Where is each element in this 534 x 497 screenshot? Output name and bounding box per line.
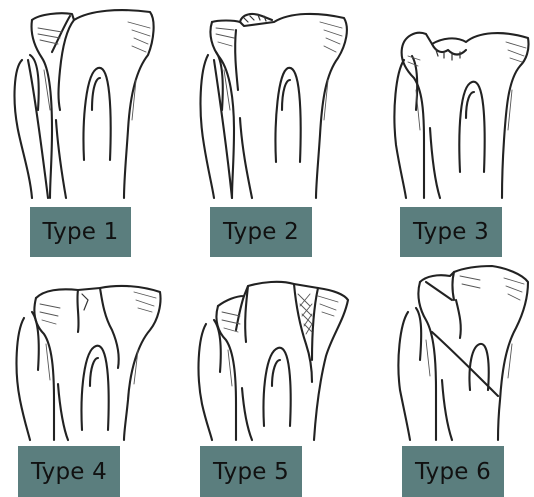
panel-type-1: Type 1: [0, 0, 178, 260]
panel-type-5: Type 5: [178, 260, 356, 497]
panel-type-6: Type 6: [356, 260, 534, 497]
tibia-type-3-drawing: [356, 0, 534, 200]
tibia-type-2-drawing: [178, 0, 356, 200]
type-2-label: Type 2: [210, 207, 312, 257]
tibia-type-1-drawing: [0, 0, 178, 200]
type-5-label: Type 5: [200, 446, 302, 497]
panel-type-4: Type 4: [0, 260, 178, 497]
tibia-type-6-drawing: [356, 260, 534, 440]
panel-type-2: Type 2: [178, 0, 356, 260]
type-4-label: Type 4: [18, 446, 120, 497]
type-1-label: Type 1: [30, 207, 131, 257]
type-3-label: Type 3: [400, 207, 502, 257]
tibia-type-4-drawing: [0, 260, 178, 440]
tibia-type-5-drawing: [178, 260, 356, 440]
panel-type-3: Type 3: [356, 0, 534, 260]
type-6-label: Type 6: [402, 446, 504, 497]
